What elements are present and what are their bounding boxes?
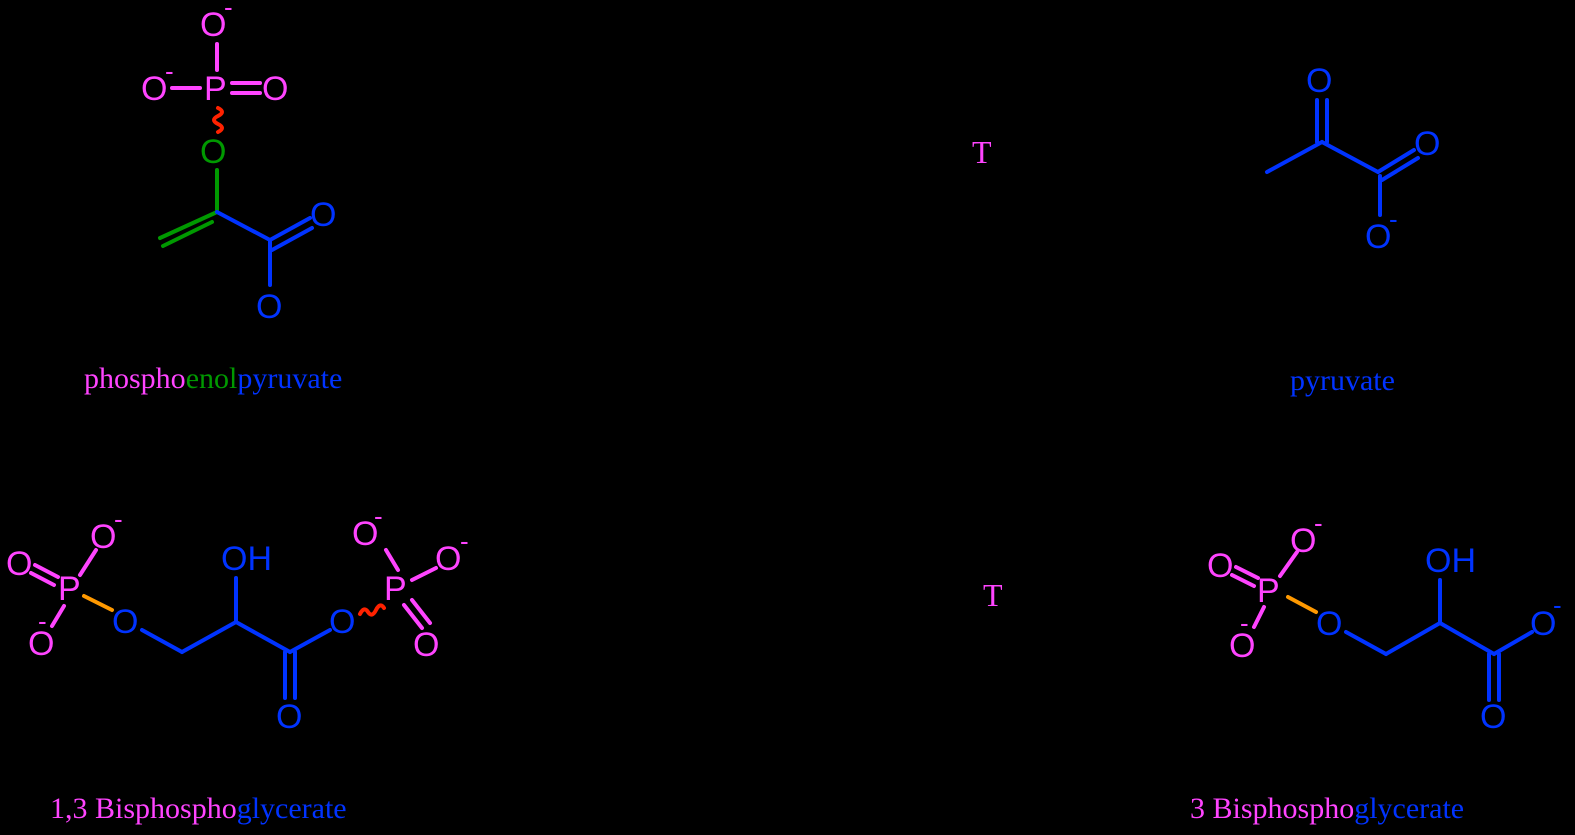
atom-o-carbonyl: O	[276, 698, 302, 736]
label-pyruvate: pyruvate	[1290, 364, 1395, 397]
atom-p2: P	[384, 570, 407, 608]
charge-o-anion: -	[1389, 204, 1398, 234]
bond-p-o-double-b	[1230, 573, 1256, 588]
bond-o-c3	[140, 628, 184, 654]
bond-p2-o-top	[384, 548, 400, 572]
atom-o-p-bottom: O	[1229, 627, 1255, 665]
charge-o-p1-bottom: -	[38, 606, 47, 636]
bond-c2-c1	[234, 620, 292, 654]
label-phosphoenolpyruvate: phosphoenolpyruvate	[84, 362, 342, 395]
bond-p2-o-double-b	[410, 598, 432, 625]
atom-p: P	[1257, 572, 1280, 610]
charge-o-top: -	[224, 0, 233, 22]
charge-o-left: -	[165, 56, 174, 86]
bond-c3-c2	[180, 620, 238, 654]
atom-o-ester2: O	[329, 603, 355, 641]
bond-p1-o-bottom	[50, 604, 66, 628]
label-part-pyruvate: pyruvate	[237, 362, 342, 395]
molecule-phosphoenolpyruvate: O - O - P O O O O	[141, 0, 336, 326]
bond-c1-o-double-b	[270, 226, 314, 252]
charge-o-p1-top: -	[114, 504, 123, 534]
bond-c1-o-ester2	[288, 628, 332, 654]
bond-p2-o-right	[410, 566, 438, 582]
bond-p1-o-double-b	[29, 571, 56, 587]
atom-oh: OH	[221, 540, 272, 578]
high-energy-bond-squiggle	[212, 106, 224, 134]
bond-c1-o-anion	[1492, 630, 1534, 656]
atom-o-p-double: O	[1207, 547, 1233, 585]
atom-o-p1-double: O	[6, 545, 32, 583]
atom-o-keto: O	[1306, 62, 1332, 100]
bond-c2-c1	[1438, 621, 1496, 656]
label-1-3-bisphosphoglycerate: 1,3 Bisphosphoglycerate	[50, 792, 347, 825]
atom-o-p2-bottom: O	[413, 626, 439, 664]
bond-c1-o-double-a	[1376, 148, 1416, 174]
label-part-glycerate: glycerate	[237, 792, 347, 825]
label-3-bisphosphoglycerate: 3 Bisphosphoglycerate	[1190, 792, 1464, 825]
atom-o-anion: O	[1530, 605, 1556, 643]
atom-o-top: O	[200, 6, 226, 44]
ester-bond-p-o	[1286, 595, 1318, 614]
label-part-bisphospho: 3 Bisphospho	[1190, 792, 1354, 825]
atom-o-anion: O	[1365, 218, 1391, 256]
bond-c2-c3	[1265, 140, 1324, 174]
bond-c3-c2	[1384, 621, 1442, 656]
reaction-arrow-label-top: T	[972, 134, 992, 170]
high-energy-bond-squiggle	[358, 603, 386, 617]
bond-p-o-double-a	[1234, 565, 1260, 580]
atom-p1: P	[58, 570, 81, 608]
bond-p-o-top	[1278, 550, 1299, 578]
atom-o-carbonyl: O	[310, 196, 336, 234]
atom-o-carbonyl: O	[1414, 125, 1440, 163]
atom-o-bottom: O	[256, 288, 282, 326]
molecule-1-3-bisphosphoglycerate: O P O - O - O OH O O P O - O - O	[6, 501, 469, 736]
bond-c2-c3-a	[158, 210, 219, 240]
atom-p: P	[204, 70, 227, 108]
ester-bond-p1-o	[82, 594, 114, 612]
atom-oh: OH	[1425, 542, 1476, 580]
atom-o-p2-right: O	[435, 540, 461, 578]
bond-c2-c1	[215, 210, 272, 242]
charge-o-p2-top: -	[374, 501, 383, 531]
label-part-enol: enol	[186, 362, 238, 395]
charge-o-p-bottom: -	[1240, 608, 1249, 638]
bond-c1-o-double-a	[268, 216, 312, 242]
bond-c2-c3-b	[161, 220, 214, 248]
bond-c2-c1	[1320, 140, 1380, 174]
bond-o-c3	[1344, 630, 1388, 656]
charge-o-p-top: -	[1314, 508, 1323, 538]
charge-o-anion: -	[1553, 590, 1562, 620]
label-part-glycerate: glycerate	[1354, 792, 1464, 825]
atom-o-ester1: O	[112, 603, 138, 641]
bond-p1-o-top	[78, 548, 98, 577]
molecule-pyruvate: O O O -	[1265, 62, 1440, 256]
atom-o-p2-top: O	[352, 515, 378, 553]
atom-o-right: O	[262, 70, 288, 108]
label-part-bisphospho: 1,3 Bisphospho	[50, 792, 237, 825]
bond-p1-o-double-a	[33, 563, 60, 579]
bond-c1-o-double-b	[1380, 156, 1420, 182]
reaction-arrow-label-bottom: T	[983, 577, 1003, 613]
bond-p-o-bottom	[1252, 605, 1266, 629]
atom-o-bridge: O	[200, 133, 226, 171]
bond-p2-o-double-a	[402, 603, 424, 630]
label-part-phospho: phospho	[84, 362, 186, 395]
atom-o-carbonyl: O	[1480, 698, 1506, 736]
charge-o-p2-right: -	[460, 526, 469, 556]
atom-o-left: O	[141, 70, 167, 108]
atom-o-ester: O	[1316, 605, 1342, 643]
molecule-3-bisphosphoglycerate: O P O - O - O OH O O -	[1207, 508, 1562, 736]
atom-o-p1-bottom: O	[28, 625, 54, 663]
